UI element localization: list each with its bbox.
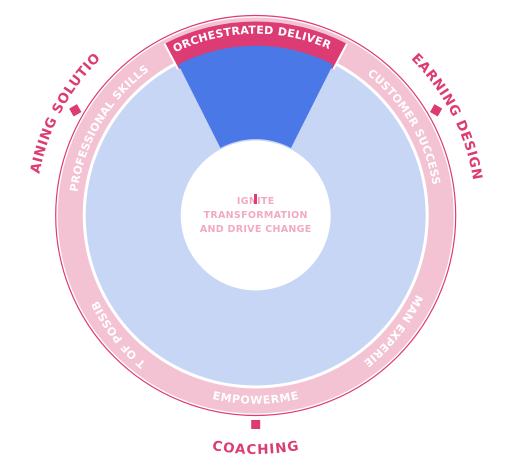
marker-coaching	[251, 420, 261, 429]
marker-training-solutions	[69, 104, 82, 117]
hub-accent-mark	[254, 194, 257, 204]
hub-line-3: AND DRIVE CHANGE	[200, 224, 312, 235]
outer-thin-ring	[55, 14, 457, 417]
center-hub	[180, 140, 331, 291]
orchestrated-delivery-segment[interactable]	[164, 21, 347, 70]
outer-label-coaching: COACHING	[211, 438, 300, 456]
highlight-wedge	[178, 45, 334, 148]
marker-learning-design	[429, 104, 443, 117]
hub-line-2: TRANSFORMATION	[204, 210, 308, 221]
segment-dividers	[163, 43, 348, 70]
